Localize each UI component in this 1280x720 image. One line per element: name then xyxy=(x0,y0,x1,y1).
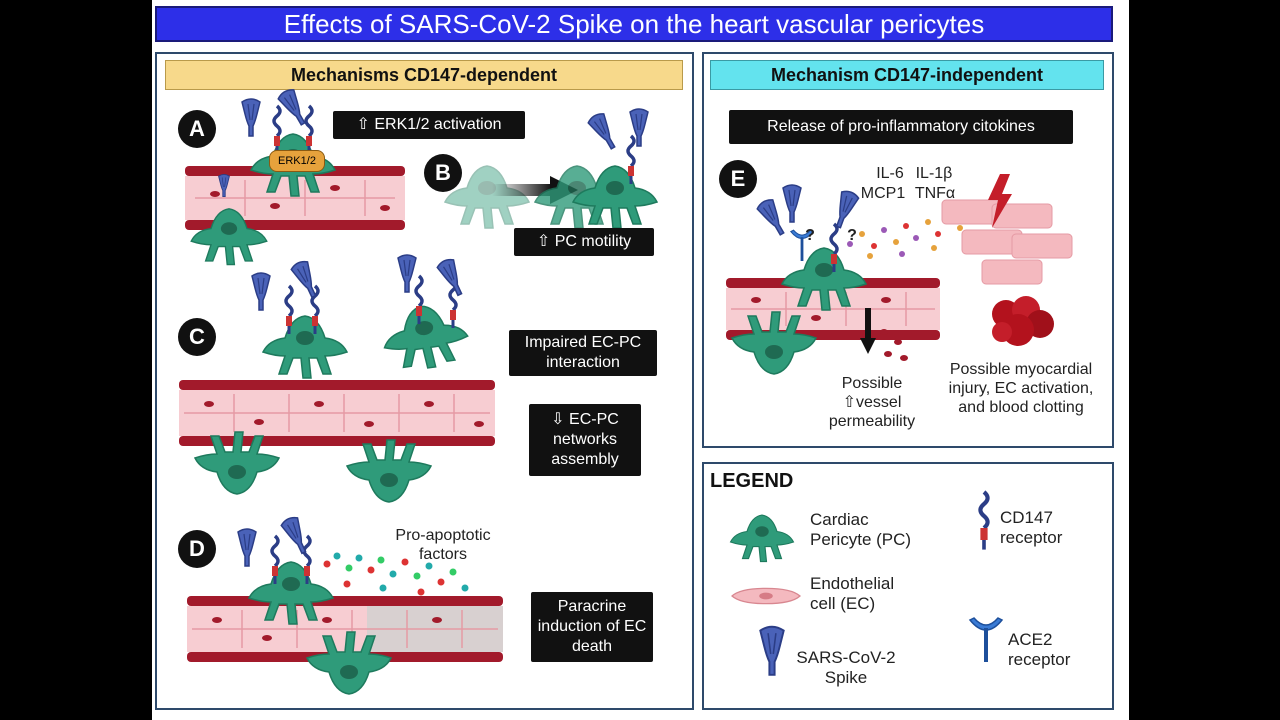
myocardial-cells xyxy=(941,199,1073,285)
spike-b2 xyxy=(629,108,649,147)
panel-cd147-dependent: Mechanisms CD147-dependent A ERK1/2 ⇧ ER… xyxy=(155,52,694,710)
cytokine-il1b: IL-1β xyxy=(915,165,953,182)
legend-ace2-label: ACE2 receptor xyxy=(1008,630,1071,669)
question-mark-1: ? xyxy=(805,227,815,244)
spike-e1 xyxy=(754,196,791,240)
label-B: B xyxy=(424,154,462,192)
legend-pericyte-label: Cardiac Pericyte (PC) xyxy=(810,510,912,549)
lightning-icon xyxy=(988,174,1012,228)
legend-title: LEGEND xyxy=(710,470,794,492)
cytokine-tnfa: TNFα xyxy=(914,185,956,202)
cd147-receptor-b xyxy=(626,134,636,186)
figure-canvas: Effects of SARS-CoV-2 Spike on the heart… xyxy=(152,0,1129,720)
blood-clot-icon xyxy=(992,296,1054,346)
vessel-c xyxy=(179,380,495,446)
legend-spike-label: SARS-CoV-2 Spike xyxy=(796,648,896,687)
spike-c4 xyxy=(435,256,469,300)
spike-c2 xyxy=(289,258,323,302)
cytokine-mcp1: MCP1 xyxy=(860,185,906,202)
permeability-arrow xyxy=(860,308,876,354)
pro-apoptotic-label: Pro-apoptotic factors xyxy=(395,527,491,563)
legend-endothelial-icon xyxy=(731,587,801,605)
cd147-receptor-c1 xyxy=(284,284,294,336)
cytokine-il6: IL-6 xyxy=(876,165,904,182)
pericyte-d-top xyxy=(248,561,334,625)
pericyte-c2 xyxy=(378,299,473,375)
pericyte-b-moved xyxy=(572,165,658,229)
spike-d1 xyxy=(237,528,257,567)
label-A: A xyxy=(178,110,216,148)
cd147-receptor-c3 xyxy=(414,274,424,326)
injury-label: Possible myocardial injury, EC activatio… xyxy=(948,361,1094,416)
legend-spike-icon xyxy=(759,625,785,676)
cd147-receptor-a1 xyxy=(272,104,282,156)
spike-e3 xyxy=(829,188,861,231)
label-C: C xyxy=(178,318,216,356)
vessel-d xyxy=(187,596,503,662)
spike-a2 xyxy=(275,86,312,130)
legend-endothelial-label: Endothelial cell (EC) xyxy=(810,574,895,613)
legend-ace2-icon xyxy=(968,616,1004,664)
cytokine-particles xyxy=(847,209,967,259)
box-networks-assembly: ⇩ EC-PC networks assembly xyxy=(529,404,641,476)
ace2-receptor-e xyxy=(789,228,815,263)
pericyte-a-bottom xyxy=(190,208,268,266)
label-E: E xyxy=(719,160,757,198)
legend-cd147-label: CD147 receptor xyxy=(1000,508,1063,547)
question-mark-2: ? xyxy=(847,227,857,244)
spike-c1 xyxy=(251,272,271,311)
pericyte-c1 xyxy=(262,315,348,379)
cd147-receptor-d2 xyxy=(302,534,312,586)
cd147-receptor-c2 xyxy=(310,284,320,336)
spike-a1 xyxy=(241,98,261,137)
panel-header-left: Mechanisms CD147-dependent xyxy=(165,60,683,90)
spike-d2 xyxy=(279,514,313,558)
pericyte-d-bottom xyxy=(306,631,392,695)
legend-pericyte-icon xyxy=(729,514,795,563)
spike-c3 xyxy=(397,254,417,293)
pericyte-c3 xyxy=(194,431,280,495)
box-impaired-interaction: Impaired EC-PC interaction xyxy=(509,330,657,376)
cd147-receptor-e xyxy=(829,222,839,274)
cd147-receptor-a2 xyxy=(304,104,314,156)
cd147-receptor-c4 xyxy=(448,278,458,330)
panel-cd147-independent: Mechanism CD147-independent Release of p… xyxy=(702,52,1114,448)
box-erk-activation: ⇧ ERK1/2 activation xyxy=(333,111,525,139)
spike-e2 xyxy=(782,184,802,223)
panel-header-right: Mechanism CD147-independent xyxy=(710,60,1104,90)
erk-protein-label: ERK1/2 xyxy=(269,150,325,172)
box-pc-motility: ⇧ PC motility xyxy=(514,228,654,256)
pericyte-c4 xyxy=(346,439,432,503)
permeability-label: Possible ⇧vessel permeability xyxy=(828,375,916,430)
cd147-receptor-d1 xyxy=(270,534,280,586)
pro-apoptotic-particles xyxy=(323,552,469,596)
box-paracrine-death: Paracrine induction of EC death xyxy=(531,592,653,662)
label-D: D xyxy=(178,530,216,568)
pericyte-e-bottom xyxy=(731,311,817,375)
spike-b1 xyxy=(585,110,622,154)
pericyte-e-top xyxy=(781,247,867,311)
box-cytokine-release: Release of pro-inflammatory citokines xyxy=(729,110,1073,144)
legend-cd147-icon xyxy=(984,528,985,529)
leaked-cells xyxy=(880,329,908,361)
pericyte-b-faded xyxy=(444,165,530,229)
legend-panel: LEGEND Cardiac Pericyte (PC) Endothelial… xyxy=(702,462,1114,710)
figure-title: Effects of SARS-CoV-2 Spike on the heart… xyxy=(155,6,1113,42)
